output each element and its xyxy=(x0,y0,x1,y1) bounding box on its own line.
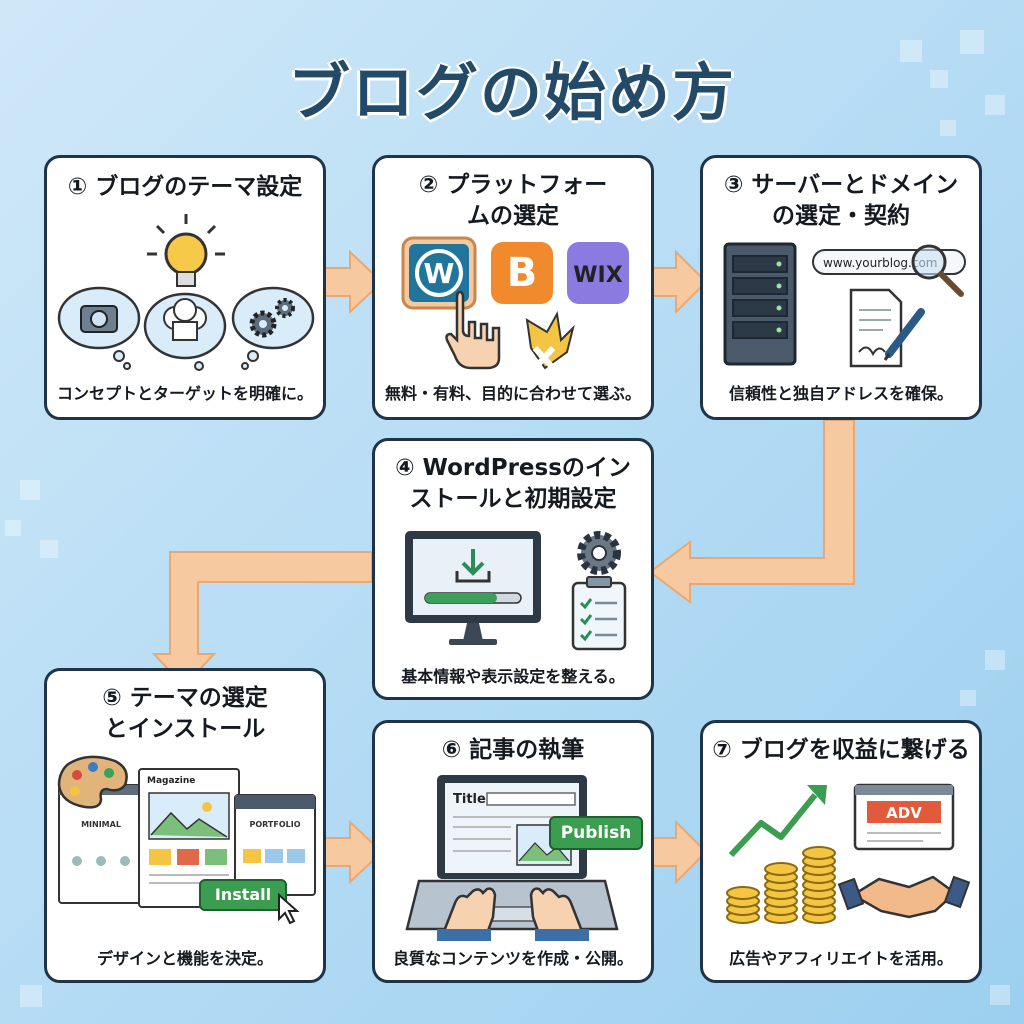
ad-label: ADV xyxy=(886,804,922,822)
step-card-5: ⑤ テーマの選定とインストール MINIMAL Magazine xyxy=(44,668,326,983)
step-1-description: コンセプトとターゲットを明確に。 xyxy=(56,384,313,403)
wix-mascot-icon xyxy=(525,310,575,371)
growth-arrow-icon xyxy=(728,785,827,858)
step-7-title: ⑦ ブログを収益に繋げる xyxy=(712,737,970,763)
monitor-icon xyxy=(405,531,541,645)
arrow-4-5 xyxy=(151,551,373,688)
pen-icon xyxy=(883,308,925,361)
server-domain-illustration: www.yourblog.com xyxy=(723,242,966,368)
page-title: ブログの始め方 xyxy=(287,56,736,129)
contract-document-icon xyxy=(849,288,903,368)
download-icon xyxy=(455,549,491,583)
cursor-icon xyxy=(278,893,300,925)
gear-icon xyxy=(577,531,621,575)
checklist-icon xyxy=(571,576,627,651)
ad-banner-icon: ADV xyxy=(853,783,955,851)
arrow-1-2 xyxy=(323,249,384,315)
step-1-title: ① ブログのテーマ設定 xyxy=(67,174,303,200)
step-5-description: デザインと機能を決定。 xyxy=(96,949,273,968)
step-card-2: ② プラットフォームの選定 W B WIX 無料・有料、目的に合わせて選ぶ。 xyxy=(372,155,654,420)
chef-hat-thought-icon xyxy=(143,292,227,371)
camera-thought-icon xyxy=(57,286,141,370)
laptop-writing-illustration: Title xyxy=(405,775,619,941)
step-card-1: ① ブログのテーマ設定 xyxy=(44,155,326,420)
palette-icon xyxy=(57,755,128,809)
lightbulb-icon xyxy=(147,214,225,287)
arrow-3-4 xyxy=(648,419,855,604)
install-button[interactable]: Install xyxy=(199,879,287,911)
step-6-description: 良質なコンテンツを作成・公開。 xyxy=(392,949,633,968)
arrow-2-3 xyxy=(651,249,708,315)
coin-stacks-icon xyxy=(726,846,836,924)
wordpress-install-illustration xyxy=(405,531,627,651)
step-5-title: ⑤ テーマの選定とインストール xyxy=(102,685,268,742)
svg-text:W: W xyxy=(424,257,455,290)
wix-logo-icon: WIX xyxy=(567,242,629,304)
blogger-logo-icon: B xyxy=(491,242,553,304)
step-3-description: 信頼性と独自アドレスを確保。 xyxy=(728,384,953,403)
step-2-title: ② プラットフォームの選定 xyxy=(418,172,608,229)
arrow-5-6 xyxy=(323,819,384,885)
theme-ideas-illustration xyxy=(57,214,315,371)
theme-install-illustration: MINIMAL Magazine PORTFOLIO xyxy=(57,755,316,908)
server-icon xyxy=(723,242,797,366)
step-card-6: ⑥ 記事の執筆 Title Publish 良質なコンテンツを作成・公開。 xyxy=(372,720,654,983)
arrow-6-7 xyxy=(651,819,708,885)
step-2-description: 無料・有料、目的に合わせて選ぶ。 xyxy=(384,384,641,403)
wix-logo-text: WIX xyxy=(573,263,622,288)
step-6-title: ⑥ 記事の執筆 xyxy=(441,737,585,763)
theme-label-portfolio: PORTFOLIO xyxy=(249,820,300,829)
platform-logos-illustration: W B WIX xyxy=(401,236,629,371)
magnifier-icon xyxy=(911,244,964,297)
publish-button[interactable]: Publish xyxy=(549,816,643,850)
editor-title-text: Title xyxy=(453,792,486,807)
progress-bar xyxy=(424,592,522,604)
gears-thought-icon xyxy=(231,286,315,370)
theme-label-minimal: MINIMAL xyxy=(81,820,121,829)
right-theme-preview: PORTFOLIO xyxy=(234,794,316,896)
svg-text:B: B xyxy=(507,250,538,296)
hand-pointer-icon xyxy=(445,290,501,370)
step-4-title: ④ WordPressのインストールと初期設定 xyxy=(395,455,631,512)
center-theme-preview: Magazine xyxy=(138,768,240,908)
monetize-illustration: ADV xyxy=(726,783,971,924)
step-7-description: 広告やアフィリエイトを活用。 xyxy=(729,949,953,968)
handshake-icon xyxy=(837,875,971,919)
step-card-4: ④ WordPressのインストールと初期設定 xyxy=(372,438,654,700)
wordpress-logo-icon: W xyxy=(401,236,477,310)
theme-label-magazine: Magazine xyxy=(147,776,195,786)
step-4-description: 基本情報や表示設定を整える。 xyxy=(401,667,625,686)
typing-hands-icon xyxy=(437,887,589,941)
step-card-3: ③ サーバーとドメインの選定・契約 www.yourblog.com xyxy=(700,155,982,420)
domain-text: www.yourblog.com xyxy=(823,256,938,270)
step-3-title: ③ サーバーとドメインの選定・契約 xyxy=(723,172,959,229)
step-card-7: ⑦ ブログを収益に繋げる ADV 広告やアフィリエイトを活用。 xyxy=(700,720,982,983)
